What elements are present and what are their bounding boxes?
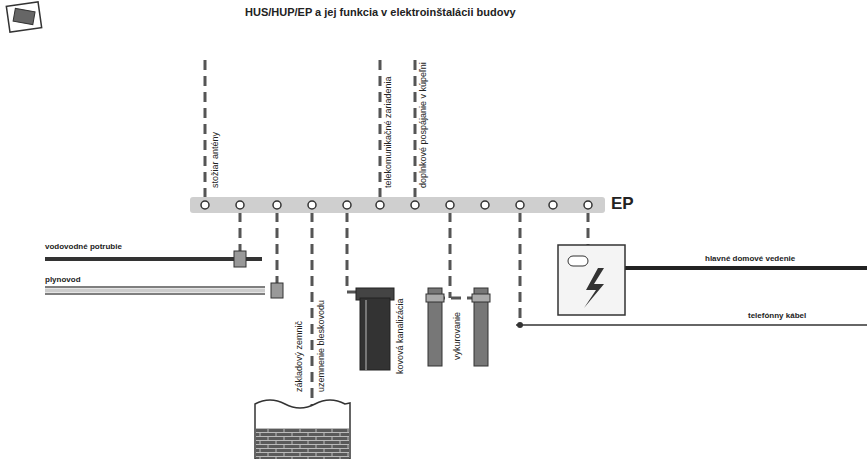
terminal	[273, 201, 281, 209]
vertical-label: stožiar antény	[210, 130, 221, 190]
diagram-title: HUS/HUP/EP a jej funkcia v elektroinštal…	[245, 6, 516, 18]
foundation	[255, 400, 350, 459]
icon	[6, 2, 41, 32]
vertical-label: kovová kanalizácia	[395, 296, 406, 376]
terminal	[516, 201, 524, 209]
pipe-clamp	[234, 251, 246, 267]
terminal	[549, 201, 557, 209]
vertical-label: uzemnenie bleskovodu	[316, 298, 327, 394]
heating-pipes	[426, 288, 490, 366]
bar-terminals	[190, 197, 605, 213]
terminal	[201, 201, 209, 209]
terminal	[236, 201, 244, 209]
line-label: vodovodné potrubie	[45, 242, 122, 252]
vertical-label: telekomunikačné zariadenia	[383, 74, 394, 190]
vertical-label: vykurovanie	[452, 310, 463, 362]
terminal	[481, 201, 489, 209]
line-label: plynovod	[45, 275, 81, 285]
bonding-lines	[205, 58, 588, 440]
vertical-label: základový zemnič	[294, 319, 305, 394]
terminal	[308, 201, 316, 209]
main-house-line	[625, 266, 867, 270]
terminal	[446, 201, 454, 209]
sewer-pipe	[356, 288, 394, 370]
terminal	[584, 201, 592, 209]
telephone-cable	[516, 324, 867, 326]
water-pipe	[45, 257, 262, 261]
terminal	[411, 201, 419, 209]
vertical-label: doplnkové pospájanie v kúpeľni	[418, 60, 429, 190]
line-label: telefónny kábel	[748, 311, 806, 321]
distribution-box	[558, 245, 625, 315]
line-label: hlavné domové vedenie	[705, 254, 795, 264]
bar-label: EP	[611, 194, 634, 214]
terminal	[343, 201, 351, 209]
gas-pipe	[45, 287, 265, 294]
junction-dot	[517, 322, 523, 328]
pipe-clamp	[271, 283, 283, 298]
terminal	[376, 201, 384, 209]
bonding-bar: EP	[190, 197, 605, 213]
